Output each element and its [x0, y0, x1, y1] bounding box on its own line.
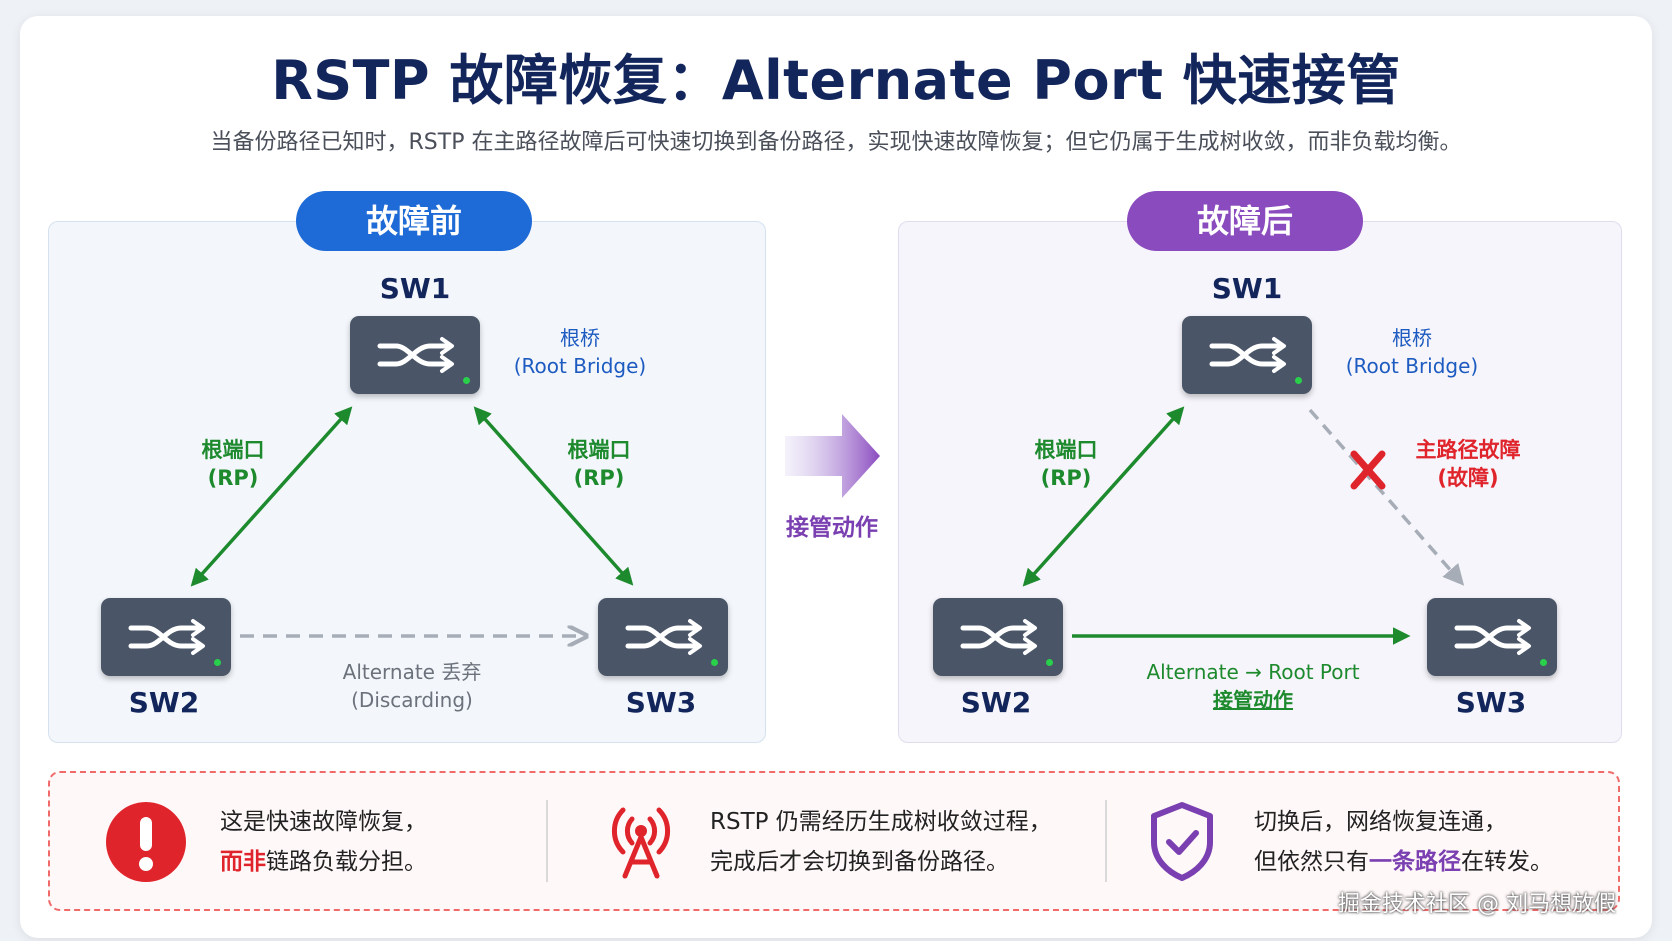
note-3-pre: 但依然只有	[1254, 849, 1369, 875]
before-root-line2: (Root Bridge)	[513, 354, 647, 378]
after-alternate-label: Alternate → Root Port 接管动作	[1120, 658, 1386, 714]
note-3-line1: 切换后，网络恢复连通，	[1254, 809, 1507, 835]
after-sw2-label: SW2	[960, 686, 1032, 719]
after-alt-line1: Alternate → Root Port	[1146, 660, 1360, 684]
after-alt-line2: 接管动作	[1213, 688, 1293, 712]
after-pill: 故障后	[1127, 191, 1363, 251]
note-1-emphasis: 而非	[220, 849, 266, 875]
transition-arrow	[785, 414, 880, 498]
transition-label: 接管动作	[786, 515, 878, 541]
notes-divider-2	[1105, 800, 1107, 882]
note-1: 这是快速故障恢复， 而非链路负载分担。	[220, 802, 427, 882]
after-fail-line1: 主路径故障	[1415, 438, 1521, 462]
before-link-sw1-sw2	[190, 406, 353, 587]
after-sw1-switch-icon	[1182, 316, 1312, 394]
after-fail-line2: (故障)	[1437, 466, 1499, 490]
before-pill: 故障前	[296, 191, 532, 251]
after-link-sw1-sw3-failed	[1308, 408, 1465, 586]
page-subtitle: 当备份路径已知时，RSTP 在主路径故障后可快速切换到备份路径，实现快速故障恢复…	[210, 130, 1462, 155]
note-1-line2: 而非链路负载分担。	[220, 842, 427, 882]
before-alt-line2: (Discarding)	[351, 688, 473, 712]
before-rp-right-label: 根端口 (RP)	[549, 436, 649, 492]
before-sw2-label: SW2	[128, 686, 200, 719]
before-sw2-switch-icon	[101, 598, 231, 676]
before-sw3-label: SW3	[625, 686, 697, 719]
watermark: 掘金技术社区 @ 刘马想放假	[1338, 892, 1616, 917]
after-rp-line1: 根端口	[1034, 438, 1098, 462]
failure-x-icon	[1350, 450, 1386, 490]
after-rp-line2: (RP)	[1040, 466, 1092, 490]
note-2-line2: 完成后才会切换到备份路径。	[710, 849, 1009, 875]
before-rp-left-line2: (RP)	[207, 466, 259, 490]
before-alt-line1: Alternate 丢弃	[342, 660, 482, 684]
note-1-line1: 这是快速故障恢复，	[220, 809, 427, 835]
antenna-icon	[611, 807, 671, 879]
after-sw3-label: SW3	[1455, 686, 1527, 719]
before-root-line1: 根桥	[560, 326, 600, 350]
note-2-line1: RSTP 仍需经历生成树收敛过程，	[710, 809, 1052, 835]
before-root-bridge-label: 根桥 (Root Bridge)	[500, 324, 660, 380]
after-sw2-switch-icon	[933, 598, 1063, 676]
after-link-sw1-sw2	[1022, 406, 1185, 587]
note-2: RSTP 仍需经历生成树收敛过程， 完成后才会切换到备份路径。	[710, 802, 1052, 882]
notes-divider-1	[546, 800, 548, 882]
after-sw1-label: SW1	[1211, 272, 1283, 305]
notes-box	[48, 771, 1620, 911]
after-rp-label: 根端口 (RP)	[1016, 436, 1116, 492]
note-1-rest: 链路负载分担。	[266, 849, 427, 875]
exclamation-icon	[106, 802, 186, 882]
before-link-sw1-sw3	[473, 406, 634, 586]
page-title: RSTP 故障恢复：Alternate Port 快速接管	[271, 49, 1401, 112]
before-rp-left-line1: 根端口	[201, 438, 265, 462]
note-3: 切换后，网络恢复连通， 但依然只有一条路径在转发。	[1254, 802, 1553, 882]
note-3-emphasis: 一条路径	[1369, 849, 1461, 875]
before-sw1-switch-icon	[350, 316, 480, 394]
after-root-line1: 根桥	[1392, 326, 1432, 350]
before-sw1-label: SW1	[379, 272, 451, 305]
shield-check-icon	[1151, 802, 1213, 881]
before-rp-left-label: 根端口 (RP)	[183, 436, 283, 492]
before-rp-right-line1: 根端口	[567, 438, 631, 462]
note-3-post: 在转发。	[1461, 849, 1553, 875]
after-sw3-switch-icon	[1427, 598, 1557, 676]
after-failure-label: 主路径故障 (故障)	[1398, 436, 1538, 492]
after-root-bridge-label: 根桥 (Root Bridge)	[1332, 324, 1492, 380]
before-rp-right-line2: (RP)	[573, 466, 625, 490]
after-root-line2: (Root Bridge)	[1345, 354, 1479, 378]
before-alternate-label: Alternate 丢弃 (Discarding)	[322, 658, 502, 714]
note-3-line2: 但依然只有一条路径在转发。	[1254, 842, 1553, 882]
before-sw3-switch-icon	[598, 598, 728, 676]
